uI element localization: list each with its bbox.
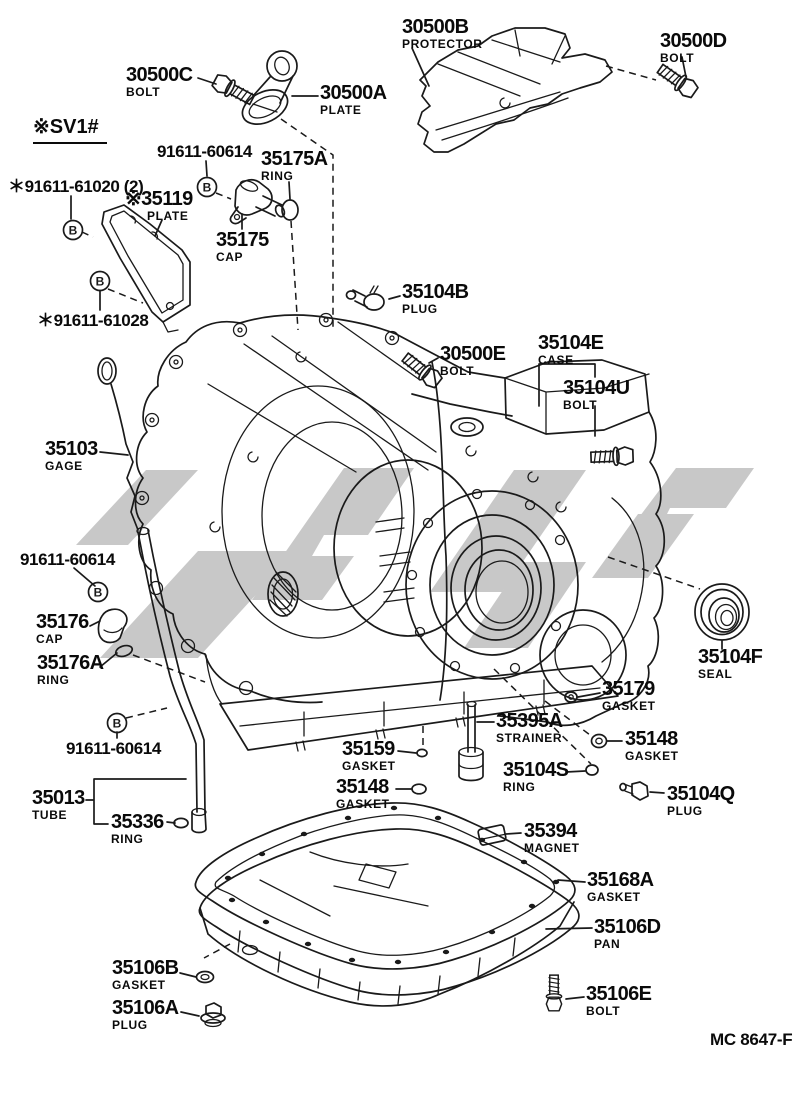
gasket-35148-right-drawing	[590, 733, 608, 749]
circled-b-icon: B	[96, 275, 105, 289]
bolt-35106E-drawing	[545, 974, 563, 1012]
part-label-30500D: 30500D BOLT	[660, 30, 727, 65]
plate-35119-drawing	[101, 204, 191, 333]
circled-b-icon: B	[203, 181, 212, 195]
cap-35176-drawing	[97, 608, 128, 644]
part-label-35013: 35013 TUBE	[32, 787, 85, 822]
sensor-35175-drawing	[229, 179, 299, 225]
part-label-35176: 35176 CAP	[36, 611, 89, 646]
bolt-30500C-drawing	[209, 71, 258, 109]
ring-35175A-drawing	[281, 199, 299, 221]
part-label-35176A: 35176A RING	[37, 652, 104, 687]
gasket-35159-drawing	[416, 748, 428, 758]
part-label-35148-right: 35148 GASKET	[625, 728, 679, 763]
watermark-logo	[76, 468, 754, 658]
transaxle-case-drawing	[134, 312, 666, 752]
part-label-91611-61020: ＊91611-61020 (2)	[8, 177, 144, 196]
plate-30500A-drawing	[241, 50, 298, 125]
part-label-35104B: 35104B PLUG	[402, 281, 469, 316]
gasket-35148-left-drawing	[411, 783, 427, 795]
part-label-30500E: 30500E BOLT	[440, 343, 506, 378]
seal-35104F-drawing	[694, 583, 750, 641]
pan-bolt-holes	[224, 805, 560, 965]
part-label-35336: 35336 RING	[111, 811, 164, 846]
part-label-35395A: 35395A STRAINER	[496, 710, 563, 745]
plug-35104Q-drawing	[619, 781, 649, 801]
part-label-35394: 35394 MAGNET	[524, 820, 580, 855]
part-label-35106B: 35106B GASKET	[112, 957, 179, 992]
leader-lines	[70, 47, 723, 1017]
part-label-35159: 35159 GASKET	[342, 738, 396, 773]
part-label-91611-60614-low: 91611-60614	[66, 739, 161, 758]
part-label-35168A: 35168A GASKET	[587, 869, 654, 904]
circled-b-icon: B	[113, 717, 122, 731]
part-label-91611-60614-top: 91611-60614	[157, 142, 252, 161]
plug-35106A-drawing	[200, 1002, 226, 1028]
strainer-35395A-drawing	[458, 700, 484, 782]
ring-35104S-drawing	[585, 764, 599, 776]
pan-35106D-drawing	[198, 828, 580, 996]
part-label-35104Q: 35104Q PLUG	[667, 783, 735, 818]
gasket-35179-drawing	[564, 691, 578, 703]
part-label-35106A: 35106A PLUG	[112, 997, 179, 1032]
bolt-35104U-drawing	[589, 445, 635, 468]
part-label-91611-61028: ＊91611-61028	[37, 311, 149, 330]
circled-b-markers: B B B B B	[62, 176, 218, 734]
part-label-35106D: 35106D PAN	[594, 916, 661, 951]
part-label-35119: ※35119 PLATE	[125, 188, 193, 223]
part-label-30500A: 30500A PLATE	[320, 82, 387, 117]
part-label-35179: 35179 GASKET	[602, 678, 656, 713]
plug-35104B-drawing	[345, 285, 385, 311]
circled-b-icon: B	[94, 586, 103, 600]
part-label-35175: 35175 CAP	[216, 229, 269, 264]
bolt-30500D-drawing	[654, 60, 701, 101]
part-label-35104F: 35104F SEAL	[698, 646, 763, 681]
part-label-35104S: 35104S RING	[503, 759, 569, 794]
part-label-35148-left: 35148 GASKET	[336, 776, 390, 811]
part-label-91611-60614-mid: 91611-60614	[20, 550, 115, 569]
part-label-35104U: 35104U BOLT	[563, 377, 630, 412]
protector-drawing	[417, 27, 613, 153]
part-label-35104E: 35104E CASE	[538, 332, 604, 367]
doc-code: MC 8647-F	[710, 1030, 793, 1049]
gage-and-tube-drawing	[97, 357, 207, 834]
circled-b-icon: B	[69, 224, 78, 238]
part-label-35106E: 35106E BOLT	[586, 983, 652, 1018]
oil-pan-drawing	[194, 802, 580, 1007]
ring-35336-drawing	[173, 817, 189, 829]
gasket-35106B-drawing	[195, 970, 215, 984]
dashed-leader-lines	[81, 65, 701, 959]
part-label-30500B: 30500B PROTECTOR	[402, 16, 483, 51]
gasket-35168A-drawing	[194, 802, 576, 970]
part-label-35175A: 35175A RING	[261, 148, 328, 183]
part-label-35103: 35103 GAGE	[45, 438, 98, 473]
part-label-30500C: 30500C BOLT	[126, 64, 193, 99]
model-ref-note: ※SV1#	[33, 114, 107, 144]
